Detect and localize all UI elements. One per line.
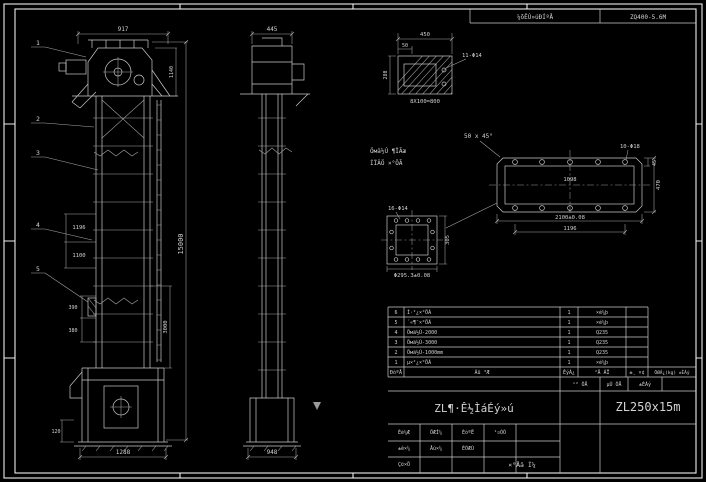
part-qty: 1 bbox=[567, 340, 570, 346]
tb-cell: ±ê×¼ bbox=[398, 445, 410, 452]
dim-1098: 1098 bbox=[563, 177, 576, 183]
reducer-model-label: ZQ400-5.6M bbox=[630, 14, 667, 21]
tb-cell: Åú×¼ bbox=[430, 445, 442, 452]
part-qty: 1 bbox=[567, 360, 570, 366]
dim-445: 445 bbox=[267, 26, 278, 33]
tb-cell: ¹¤ÒÕ bbox=[494, 429, 506, 436]
balloon-1: 1 bbox=[36, 39, 40, 47]
drive-motor bbox=[65, 59, 87, 75]
drawing-border bbox=[3, 3, 703, 479]
part-mat: ×é¼þ bbox=[596, 359, 608, 366]
dim-1196-plate: 1196 bbox=[563, 226, 576, 232]
dim-120: 120 bbox=[51, 429, 60, 435]
part-qty: 1 bbox=[567, 350, 570, 356]
tb-cell: Éè¼Æ bbox=[398, 428, 410, 436]
dim-bolt-circle: Φ295.3±0.08 bbox=[394, 273, 430, 279]
dim-470: 470 bbox=[656, 180, 662, 190]
dim-2100: 2100±0.08 bbox=[555, 215, 585, 221]
part-name: Í·²¿×°ÖÃ bbox=[407, 308, 431, 316]
sheet-no-cell: µÚ ÕÅ bbox=[606, 381, 621, 388]
part-qty: 1 bbox=[567, 310, 570, 316]
dim-50: 50 bbox=[402, 43, 408, 49]
part-mat: Q235 bbox=[596, 350, 608, 356]
dim-380: 380 bbox=[68, 328, 77, 334]
dim-1288: 1288 bbox=[116, 449, 131, 456]
channel-section-detail: 450 50 280 11-Φ14 8X100=800 bbox=[383, 32, 483, 105]
detail-labels: Öмä½Ú ¶ÏÃæ ÍÏÂÖ ×°ÖÃ bbox=[370, 148, 407, 167]
inlet-hopper bbox=[87, 297, 97, 317]
tb-cell: ÉóºË bbox=[462, 428, 474, 436]
chamfer-note: 50 x 45° bbox=[464, 133, 493, 140]
part-no: 3 bbox=[394, 340, 397, 346]
parts-list: 6 Í·²¿×°ÖÃ 1 ×é¼þ 5 ´«¶¯×°ÖÃ 1 ×é¼þ 4 Öм… bbox=[387, 306, 696, 378]
part-mat: Q235 bbox=[596, 340, 608, 346]
title-block: ZL¶·Ê½ÌáÉý»ú ZL250x15m ¹² ÕÅ µÚ ÕÅ ±ÈÀý … bbox=[388, 377, 696, 473]
dim-15000: 15000 bbox=[177, 233, 185, 254]
part-mat: ×é¼þ bbox=[596, 319, 608, 326]
scale-cell: ±ÈÀý bbox=[639, 380, 651, 388]
balloon-5: 5 bbox=[36, 265, 40, 273]
part-name: Öмä½Ú-1000mm bbox=[407, 349, 443, 356]
header-mat: ²Ä ÁÏ bbox=[594, 369, 609, 376]
dim-1100: 1100 bbox=[72, 253, 85, 259]
part-qty: 1 bbox=[567, 330, 570, 336]
part-mat: Q235 bbox=[596, 330, 608, 336]
inspection-door bbox=[103, 385, 139, 429]
part-no: 5 bbox=[394, 320, 397, 326]
part-name: ´«¶¯×°ÖÃ bbox=[407, 319, 431, 326]
drawing-title: ZL¶·Ê½ÌáÉý»ú bbox=[434, 402, 513, 415]
item-balloons: 1 2 3 4 5 bbox=[31, 39, 99, 303]
dim-917: 917 bbox=[118, 26, 129, 33]
dim-1140: 1140 bbox=[169, 66, 175, 78]
balloon-4: 4 bbox=[36, 221, 40, 229]
part-qty: 1 bbox=[567, 320, 570, 326]
weight-scale-note: ÖØÁ¿(kg) ±ÈÀý bbox=[654, 368, 690, 376]
part-mat: ×é¼þ bbox=[596, 309, 608, 316]
header-no: ÐòºÅ bbox=[390, 369, 402, 376]
header-note: ±¸ ×¢ bbox=[629, 370, 644, 376]
detail-label-1: Öмä½Ú ¶ÏÃæ bbox=[370, 148, 407, 155]
model-number: ZL250x15m bbox=[615, 400, 680, 414]
dim-280: 280 bbox=[383, 70, 389, 79]
part-no: 4 bbox=[394, 330, 397, 336]
sheet-count-cell: ¹² ÕÅ bbox=[572, 381, 587, 388]
header-qty: ÊýÁ¿ bbox=[563, 368, 575, 376]
dim-450: 450 bbox=[420, 32, 430, 38]
front-view-dimensions: 917 1140 15000 3000 1196 1100 390 380 12… bbox=[51, 26, 189, 460]
channel-holes-label: 11-Φ14 bbox=[462, 53, 483, 59]
header-name: Ãû ³Æ bbox=[474, 369, 489, 376]
dim-1196: 1196 bbox=[72, 225, 85, 231]
part-no: 1 bbox=[394, 360, 397, 366]
front-view bbox=[58, 39, 178, 452]
tb-cell: ÖÆÍ¼ bbox=[430, 428, 442, 436]
tb-cell: ÈÕÆÚ bbox=[462, 444, 474, 452]
hole-spacing-note: 8X100=800 bbox=[410, 99, 440, 105]
dim-305: 305 bbox=[445, 235, 451, 245]
plate-holes-label: 10-Φ18 bbox=[620, 144, 640, 150]
part-name: Öмä½Ú-2000 bbox=[407, 329, 437, 336]
balloon-2: 2 bbox=[36, 115, 40, 123]
drawing-type: ×°Åä Í¼ bbox=[508, 460, 535, 469]
side-view: 445 948 bbox=[240, 26, 321, 460]
part-name: Öмä½Ú-3000 bbox=[407, 339, 437, 346]
part-no: 6 bbox=[394, 310, 397, 316]
flange-holes-label: 16-Φ14 bbox=[388, 206, 409, 212]
part-name: µ×²¿×°ÖÃ bbox=[407, 359, 431, 366]
weld-mark bbox=[313, 402, 321, 410]
dim-3000: 3000 bbox=[163, 320, 169, 333]
dim-948: 948 bbox=[267, 449, 278, 456]
top-info-strip: ¼õËÙ»úÐÍºÅ ZQ400-5.6M bbox=[469, 9, 696, 24]
plate-detail: 50 x 45° 10-Φ18 1098 2100±0.08 1196 470 … bbox=[445, 133, 662, 235]
flange-detail: 16-Φ14 305 Φ295.3±0.08 bbox=[381, 206, 451, 279]
part-no: 2 bbox=[394, 350, 397, 356]
tb-cell: Ç©×Ö bbox=[398, 461, 410, 468]
dim-45: 45 bbox=[652, 160, 658, 166]
detail-label-2: ÍÏÂÖ ×°ÖÃ bbox=[370, 159, 403, 167]
balloon-3: 3 bbox=[36, 149, 40, 157]
dim-390: 390 bbox=[68, 305, 77, 311]
reducer-type-label: ¼õËÙ»úÐÍºÅ bbox=[517, 13, 554, 21]
